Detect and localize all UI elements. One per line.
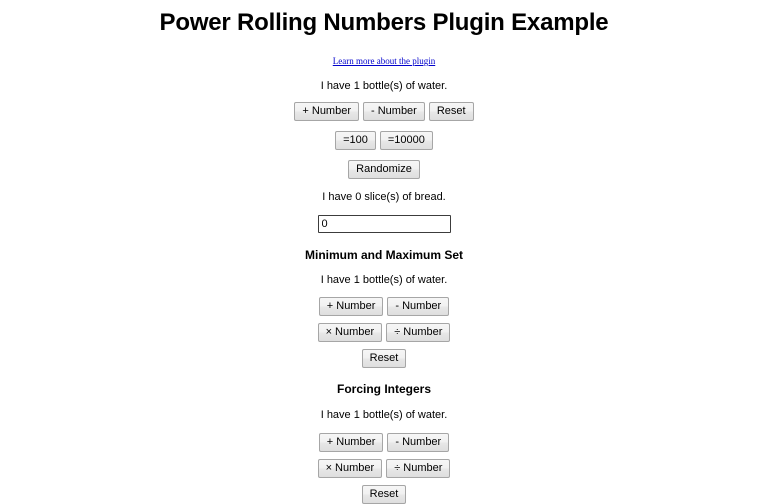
minmax-reset-button[interactable]: Reset	[361, 349, 407, 368]
spacer	[0, 204, 768, 215]
spacer	[0, 233, 768, 248]
basic-reset-button[interactable]: Reset	[428, 102, 474, 121]
spacer	[0, 67, 768, 80]
minmax-addsub-row: + Number - Number	[0, 297, 768, 316]
spacer	[0, 287, 768, 297]
integers-muldiv-row: × Number ÷ Number	[0, 459, 768, 478]
set-value-10000-button[interactable]: =10000	[379, 131, 433, 150]
minmax-increment-button[interactable]: + Number	[318, 297, 384, 316]
spacer	[0, 262, 768, 274]
spacer	[0, 368, 768, 382]
integers-multiply-button[interactable]: × Number	[317, 459, 383, 478]
randomize-row: Randomize	[0, 160, 768, 179]
minmax-counter-sentence: I have 1 bottle(s) of water.	[320, 274, 448, 286]
spacer	[0, 478, 768, 485]
page-title: Power Rolling Numbers Plugin Example	[159, 9, 609, 36]
bread-number-input[interactable]	[317, 215, 451, 233]
spacer	[0, 316, 768, 323]
bread-counter-sentence: I have 0 slice(s) of bread.	[322, 191, 446, 203]
basic-increment-button[interactable]: + Number	[294, 102, 359, 121]
integers-increment-button[interactable]: + Number	[318, 433, 384, 452]
minmax-multiply-button[interactable]: × Number	[317, 323, 383, 342]
integers-section-heading: Forcing Integers	[336, 382, 431, 396]
spacer	[0, 93, 768, 102]
integers-addsub-row: + Number - Number	[0, 433, 768, 452]
spacer	[0, 342, 768, 349]
minmax-section-heading: Minimum and Maximum Set	[304, 248, 464, 262]
set-value-100-button[interactable]: =100	[335, 131, 376, 150]
randomize-button[interactable]: Randomize	[348, 160, 420, 179]
integers-reset-button[interactable]: Reset	[361, 485, 407, 504]
basic-decrement-button[interactable]: - Number	[363, 102, 425, 121]
basic-set-value-row: =100 =10000	[0, 131, 768, 150]
spacer	[0, 396, 768, 409]
basic-counter-sentence: I have 1 bottle(s) of water.	[320, 80, 448, 92]
minmax-reset-row: Reset	[0, 349, 768, 368]
spacer	[0, 179, 768, 191]
integers-reset-row: Reset	[0, 485, 768, 504]
integers-counter-sentence: I have 1 bottle(s) of water.	[320, 409, 448, 421]
basic-controls-row: + Number - Number Reset	[0, 102, 768, 121]
spacer	[0, 150, 768, 160]
spacer	[0, 452, 768, 459]
integers-decrement-button[interactable]: - Number	[387, 433, 450, 452]
minmax-divide-button[interactable]: ÷ Number	[386, 323, 451, 342]
spacer	[0, 422, 768, 433]
plugin-link-row: Learn more about the plugin	[0, 54, 768, 67]
learn-more-link[interactable]: Learn more about the plugin	[332, 56, 436, 66]
minmax-muldiv-row: × Number ÷ Number	[0, 323, 768, 342]
spacer	[0, 121, 768, 131]
integers-divide-button[interactable]: ÷ Number	[386, 459, 451, 478]
bread-input-row	[0, 215, 768, 233]
minmax-decrement-button[interactable]: - Number	[387, 297, 450, 316]
